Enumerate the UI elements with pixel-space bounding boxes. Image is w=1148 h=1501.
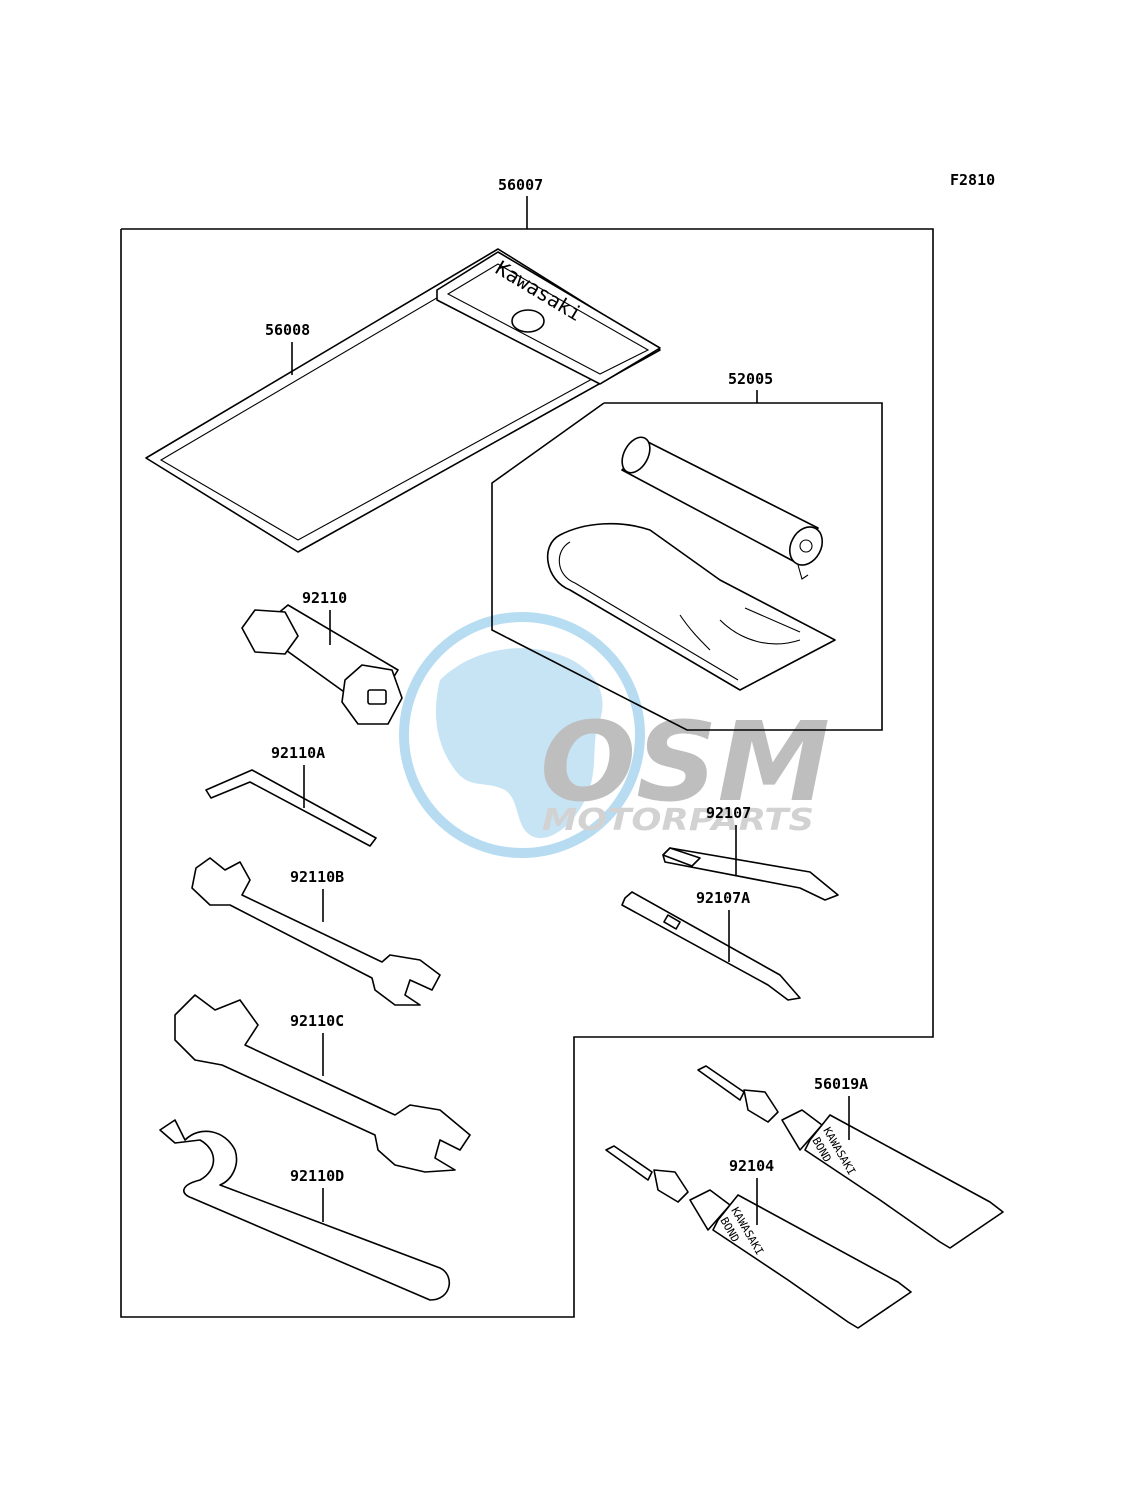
wrench-c <box>174 994 471 1173</box>
tire-kit-bag <box>546 522 836 691</box>
tire-kit-tool <box>621 436 824 580</box>
label-92110B: 92110B <box>290 868 344 886</box>
kit-outline <box>120 228 934 1318</box>
tire-kit-outline <box>491 402 883 731</box>
hook-wrench <box>159 1119 451 1301</box>
label-52005: 52005 <box>728 370 773 388</box>
plug-wrench <box>241 604 403 725</box>
label-92110A: 92110A <box>271 744 325 762</box>
watermark: OSM MOTORPARTS <box>399 612 830 858</box>
watermark-sub: MOTORPARTS <box>542 803 814 838</box>
label-56007: 56007 <box>498 176 543 194</box>
label-92110C: 92110C <box>290 1012 344 1030</box>
label-92107A: 92107A <box>696 889 750 907</box>
label-92104: 92104 <box>729 1157 774 1175</box>
label-92107: 92107 <box>706 804 751 822</box>
label-56008: 56008 <box>265 321 310 339</box>
pouch-snap-icon <box>511 309 545 333</box>
watermark-continents-icon <box>435 648 603 839</box>
label-56019A: 56019A <box>814 1075 868 1093</box>
bond-tube: KAWASAKI BOND <box>605 1145 912 1329</box>
label-92110D: 92110D <box>290 1167 344 1185</box>
screwdriver-bit <box>662 847 839 901</box>
watermark-globe-icon <box>399 612 645 858</box>
label-92110: 92110 <box>302 589 347 607</box>
watermark-brand: OSM <box>540 698 830 826</box>
hex-wrench <box>205 769 377 847</box>
wrench-b <box>191 857 441 1006</box>
tool-pouch: Kawasaki <box>145 248 661 553</box>
figure-code: F2810 <box>950 171 995 189</box>
screwdriver-bit-a <box>621 891 801 1001</box>
